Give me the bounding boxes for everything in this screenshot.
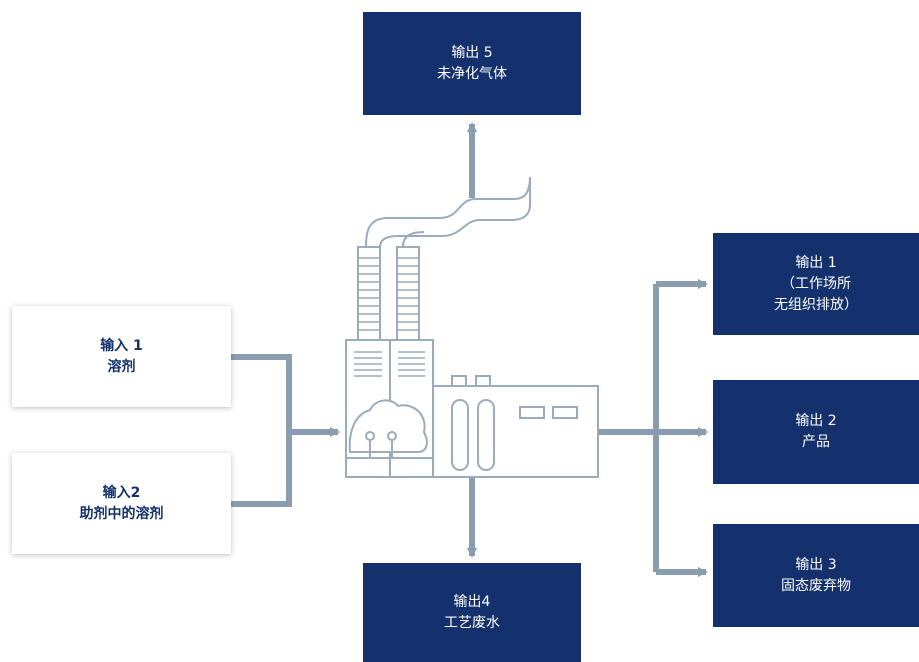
output-1-desc-line1: （工作场所 bbox=[781, 275, 851, 292]
factory-icon bbox=[345, 176, 599, 478]
output-3-desc: 固态废弃物 bbox=[781, 577, 851, 594]
input-2-box: 输入2 助剂中的溶剂 bbox=[12, 453, 231, 554]
output-3-box: 输出 3 固态废弃物 bbox=[713, 524, 919, 627]
output-1-box: 输出 1 （工作场所 无组织排放） bbox=[713, 233, 919, 335]
output-2-label: 输出 2 bbox=[795, 413, 837, 429]
output-1-desc-line2: 无组织排放） bbox=[774, 296, 858, 313]
input1-connector bbox=[231, 354, 292, 507]
input-2-desc: 助剂中的溶剂 bbox=[79, 505, 164, 522]
output-3-label: 输出 3 bbox=[795, 556, 837, 573]
output-2-desc: 产品 bbox=[802, 434, 830, 450]
output-1-label: 输出 1 bbox=[795, 254, 837, 271]
input-1-desc: 溶剂 bbox=[107, 358, 136, 375]
output-5-box: 输出 5 未净化气体 bbox=[363, 12, 581, 115]
input-1-box: 输入 1 溶剂 bbox=[12, 306, 231, 407]
output-4-box: 输出4 工艺废水 bbox=[363, 563, 581, 662]
input-2-label: 输入2 bbox=[102, 484, 141, 501]
output-trunk bbox=[598, 284, 659, 572]
output-4-desc: 工艺废水 bbox=[444, 614, 500, 631]
input-1-label: 输入 1 bbox=[100, 337, 143, 354]
output-5-label: 输出 5 bbox=[451, 44, 493, 61]
output-5-desc: 未净化气体 bbox=[437, 65, 507, 82]
output-2-box: 输出 2 产品 bbox=[713, 380, 919, 484]
output-4-label: 输出4 bbox=[453, 593, 491, 610]
